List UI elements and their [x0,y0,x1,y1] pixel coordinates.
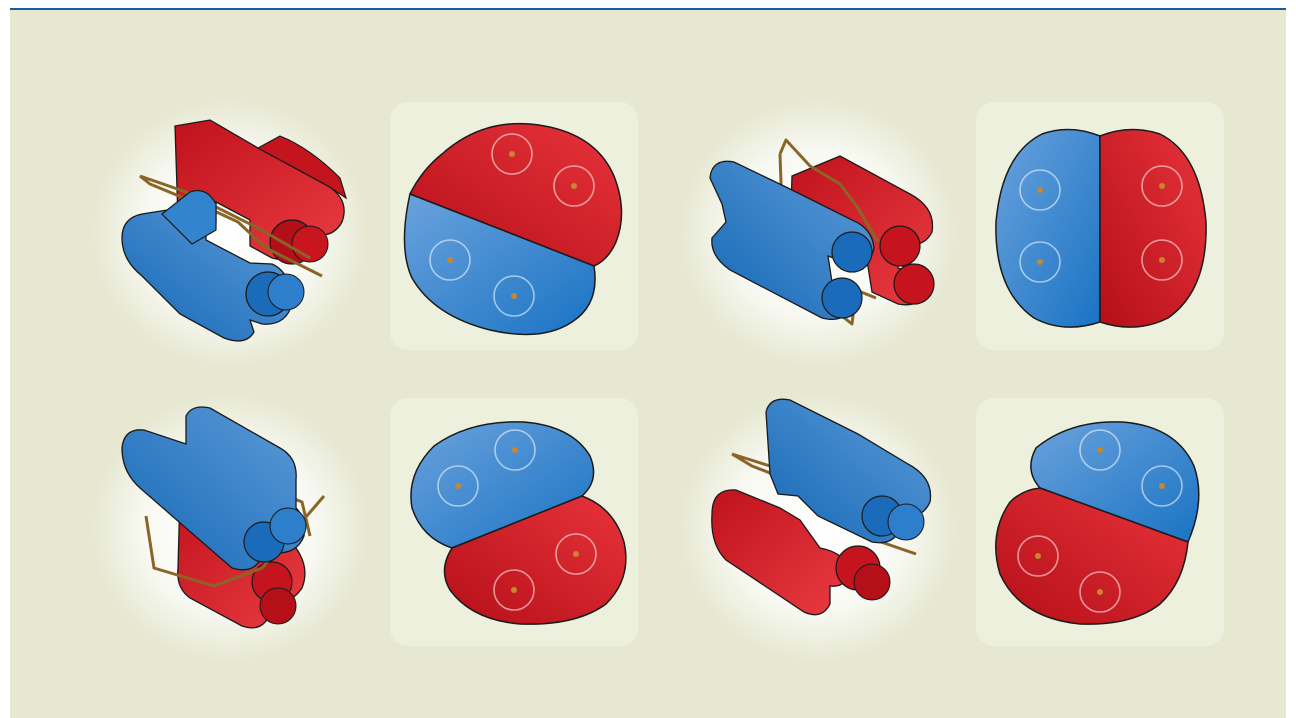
bottom-left-2d-view [390,398,638,646]
top-right-2d-view [976,102,1224,350]
contact-dot [511,293,517,299]
contact-dot [1159,257,1165,263]
top-left-2d-view [390,102,638,350]
contact-dot [573,551,579,557]
contact-dot [571,183,577,189]
bottom-right-3d-view [678,393,958,663]
bottom-right-2d-view [976,398,1224,646]
top-right-3d-view [678,98,958,368]
contact-dot [455,483,461,489]
contact-dot [1159,183,1165,189]
top-left-3d-view [90,98,370,368]
contact-dot [447,257,453,263]
bottom-left-3d-view [90,393,370,663]
figure-frame [10,8,1286,718]
contact-dot [1035,553,1041,559]
contact-dot [1037,187,1043,193]
contact-dot [1159,483,1165,489]
contact-dot [511,587,517,593]
contact-dot [1097,589,1103,595]
contact-dot [1097,447,1103,453]
contact-dot [1037,259,1043,265]
diagram-canvas [10,8,1286,718]
contact-dot [512,447,518,453]
top-rule [10,8,1286,10]
contact-dot [509,151,515,157]
